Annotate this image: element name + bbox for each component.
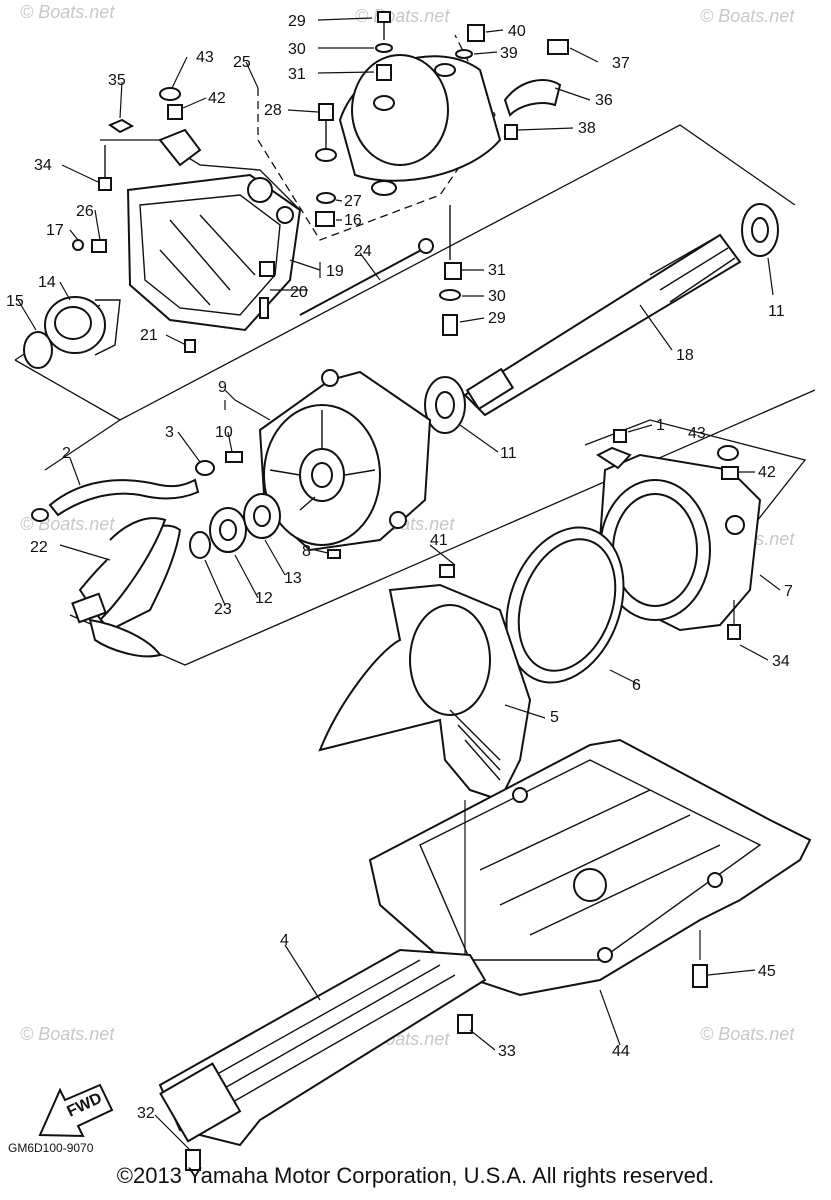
bolt-part-41 — [439, 564, 455, 578]
callout-label: 38 — [578, 120, 596, 137]
callout-label: 11 — [768, 303, 785, 320]
callout-label: 44 — [612, 1043, 630, 1060]
callout-label: 40 — [508, 23, 526, 40]
bolt-part-32 — [185, 1149, 201, 1171]
watermark: © Boats.net — [355, 6, 450, 26]
callout-label: 29 — [288, 13, 306, 30]
callout-label: 30 — [288, 41, 306, 58]
callout-label: 31 — [488, 262, 506, 279]
adaptor-part — [318, 583, 532, 802]
callout-label: 21 — [140, 327, 158, 344]
watermark: © Boats.net — [700, 6, 795, 26]
fitting-part — [195, 460, 215, 476]
callout-label: 30 — [488, 288, 506, 305]
callout-label: 31 — [288, 66, 306, 83]
callout-label: 18 — [676, 347, 694, 364]
hose-clamp — [31, 508, 49, 522]
callout-label: 27 — [344, 193, 362, 210]
drive-shaft-part — [463, 233, 742, 417]
intake-housing-part — [126, 128, 302, 332]
callout-labels: 29 40 30 39 43 37 25 31 35 42 36 28 38 3… — [6, 13, 793, 1122]
bearing-lower-part — [424, 376, 466, 434]
callout-label: 11 — [500, 445, 517, 462]
callout-label: 26 — [76, 203, 94, 220]
callout-label: 4 — [280, 932, 289, 949]
seal-part-12 — [209, 507, 247, 553]
bolt-part-45 — [692, 964, 708, 988]
callout-label: 34 — [772, 653, 790, 670]
forward-arrow-icon: FWD — [38, 1083, 114, 1138]
callout-label: 9 — [218, 379, 227, 396]
callout-label: 28 — [264, 102, 282, 119]
seal-part-13 — [243, 493, 281, 539]
callout-label: 20 — [290, 284, 308, 301]
impeller-part — [71, 517, 182, 658]
pin-part-8 — [327, 549, 341, 559]
bolt-part-10 — [225, 451, 243, 463]
callout-label: 22 — [30, 539, 48, 556]
callout-label: 6 — [632, 677, 641, 694]
callout-label: 1 — [656, 417, 665, 434]
long-bolt-part — [299, 247, 426, 316]
inspection-cover-part — [23, 296, 121, 369]
bolt-set-upper — [72, 11, 569, 353]
steering-bracket-part — [338, 54, 502, 196]
long-bolt-head — [418, 238, 434, 254]
callout-label: 12 — [255, 590, 273, 607]
callout-label: 36 — [595, 92, 613, 109]
callout-label: 39 — [500, 45, 518, 62]
callout-label: 29 — [488, 310, 506, 327]
hose-part — [48, 478, 200, 517]
leader-lines — [17, 17, 781, 1151]
callout-label: 10 — [215, 424, 233, 441]
impeller-housing-part — [258, 369, 432, 552]
bolt-part-33 — [457, 1014, 473, 1034]
callout-label: 41 — [430, 532, 448, 549]
watermark: © Boats.net — [20, 2, 115, 22]
nut-part-42 — [721, 466, 739, 480]
callout-label: 42 — [208, 90, 226, 107]
callout-label: 43 — [688, 425, 706, 442]
callout-label: 25 — [233, 54, 251, 71]
callout-label: 7 — [784, 583, 793, 600]
ride-plate-part — [368, 738, 812, 997]
seal-ring-part — [505, 526, 625, 684]
callout-label: 14 — [38, 274, 56, 291]
callout-label: 42 — [758, 464, 776, 481]
nozzle-part — [595, 429, 762, 640]
callout-label: 17 — [46, 222, 64, 239]
callout-label: 19 — [326, 263, 344, 280]
callout-label: 23 — [214, 601, 232, 618]
watermark: © Boats.net — [20, 1024, 115, 1044]
callout-label: 32 — [137, 1105, 155, 1122]
callout-label: 45 — [758, 963, 776, 980]
spacer-part — [189, 531, 211, 559]
bearing-upper-part — [741, 203, 779, 257]
callout-label: 3 — [165, 424, 174, 441]
callout-label: 35 — [108, 72, 126, 89]
callout-label: 15 — [6, 293, 24, 310]
callout-label: 5 — [550, 709, 559, 726]
callout-label: 24 — [354, 243, 372, 260]
cap-part-43 — [717, 445, 739, 461]
callout-label: 2 — [62, 445, 71, 462]
callout-label: 33 — [498, 1043, 516, 1060]
callout-label: 13 — [284, 570, 302, 587]
callout-label: 16 — [344, 212, 362, 229]
diagram-code: GM6D100-9070 — [8, 1141, 94, 1155]
callout-label: 37 — [612, 55, 630, 72]
callout-label: 8 — [302, 543, 311, 560]
callout-label: 34 — [34, 157, 52, 174]
copyright-notice: ©2013 Yamaha Motor Corporation, U.S.A. A… — [116, 1163, 715, 1188]
intake-grate-part — [158, 948, 487, 1147]
callout-label: 43 — [196, 49, 214, 66]
watermark: © Boats.net — [700, 1024, 795, 1044]
